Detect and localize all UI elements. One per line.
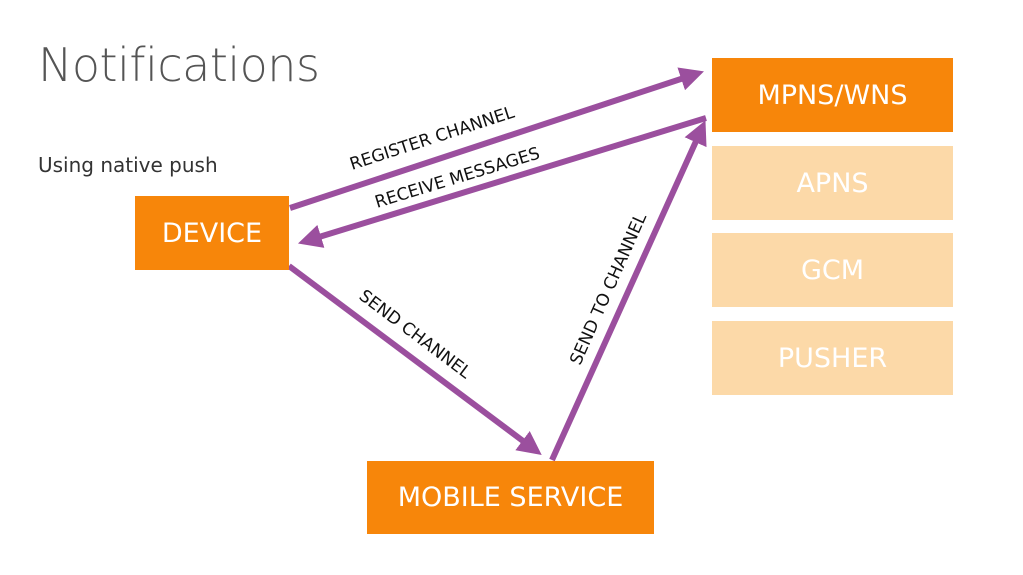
mpns-wns-box: MPNS/WNS <box>712 58 953 132</box>
receive-messages-arrow <box>297 115 707 248</box>
mpns-wns-label: MPNS/WNS <box>757 79 908 111</box>
mobile-service-box: MOBILE SERVICE <box>367 461 654 534</box>
send-to-channel-arrow <box>549 120 707 462</box>
page-subtitle: Using native push <box>38 153 218 177</box>
pusher-label: PUSHER <box>777 342 888 374</box>
gcm-label: GCM <box>800 254 865 286</box>
gcm-box: GCM <box>712 233 953 307</box>
apns-box: APNS <box>712 146 953 220</box>
mobile-service-label: MOBILE SERVICE <box>397 482 624 513</box>
send-channel-arrow <box>287 263 542 456</box>
register-channel-arrow <box>289 67 704 211</box>
pusher-box: PUSHER <box>712 321 953 395</box>
device-label: DEVICE <box>161 217 263 249</box>
page-title: Notifications <box>38 38 320 92</box>
device-box: DEVICE <box>135 196 289 270</box>
send-to-channel-label: SEND TO CHANNEL <box>566 210 651 368</box>
send-channel-label: SEND CHANNEL <box>355 286 475 383</box>
apns-label: APNS <box>796 167 869 199</box>
